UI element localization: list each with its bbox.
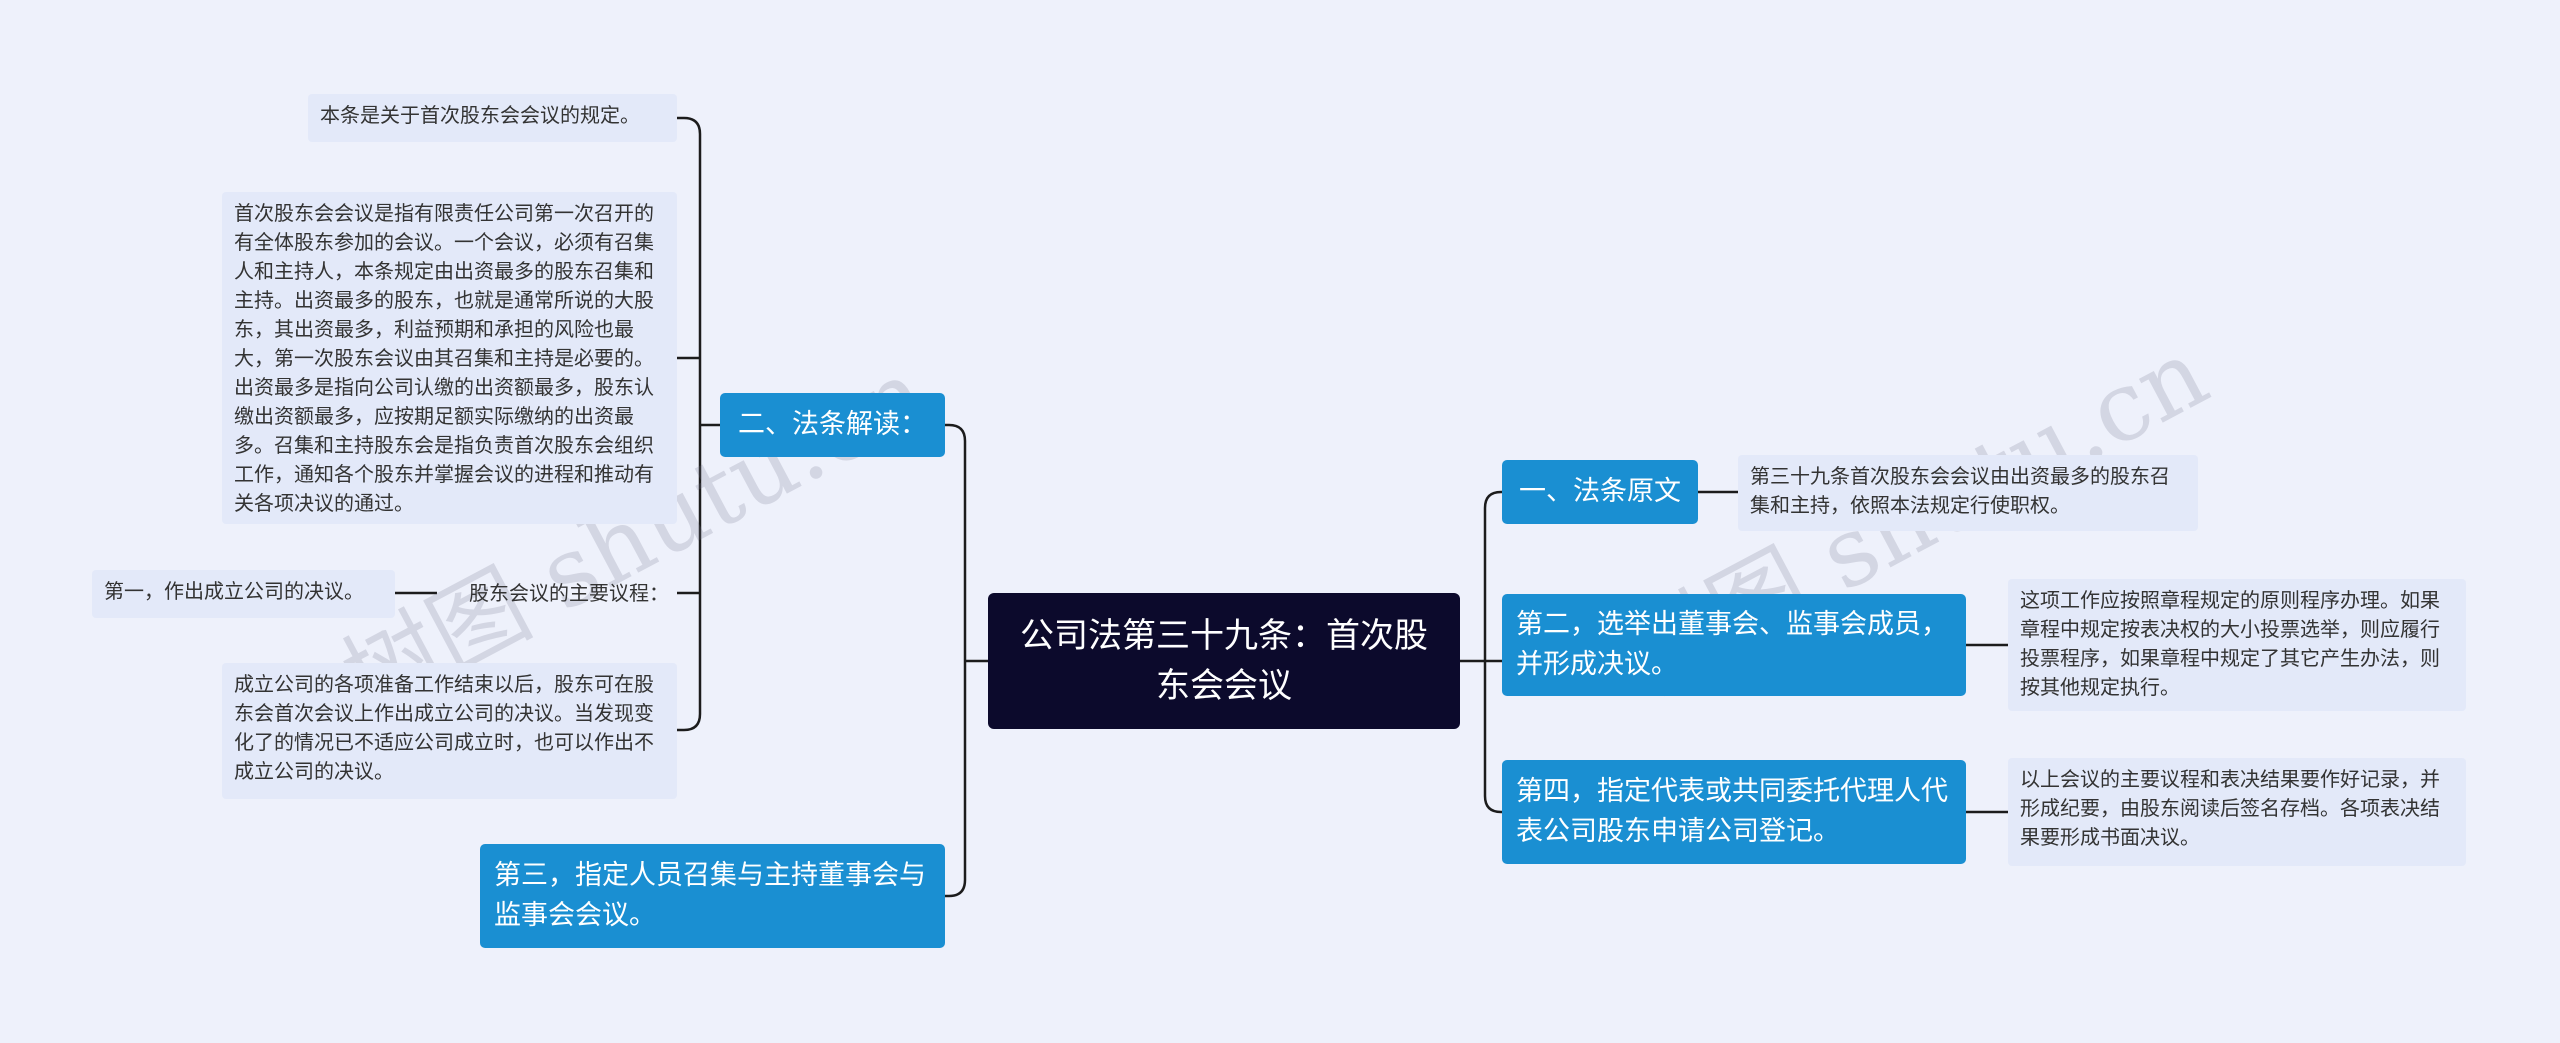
node-fourth-label: 第四，指定代表或共同委托代理人代表公司股东申请公司登记。 bbox=[1516, 776, 1948, 847]
note-fourth[interactable]: 以上会议的主要议程和表决结果要作好记录，并形成纪要，由股东阅读后签名存档。各项表… bbox=[2008, 758, 2466, 866]
note-interp-establish[interactable]: 成立公司的各项准备工作结束以后，股东可在股东会首次会议上作出成立公司的决议。当发… bbox=[222, 663, 677, 799]
node-third[interactable]: 第三，指定人员召集与主持董事会与监事会会议。 bbox=[480, 844, 945, 948]
note-interp-summary[interactable]: 本条是关于首次股东会会议的规定。 bbox=[308, 94, 677, 142]
node-law-text-label: 一、法条原文 bbox=[1519, 476, 1681, 507]
note-fourth-content: 以上会议的主要议程和表决结果要作好记录，并形成纪要，由股东阅读后签名存档。各项表… bbox=[2020, 767, 2440, 849]
node-second[interactable]: 第二，选举出董事会、监事会成员，并形成决议。 bbox=[1502, 594, 1966, 696]
note-interp-summary-content: 本条是关于首次股东会会议的规定。 bbox=[320, 103, 640, 127]
note-interp-detail-content: 首次股东会会议是指有限责任公司第一次召开的有全体股东参加的会议。一个会议，必须有… bbox=[234, 201, 654, 515]
note-second-content: 这项工作应按照章程规定的原则程序办理。如果章程中规定按表决权的大小投票选举，则应… bbox=[2020, 588, 2440, 699]
note-interp-detail[interactable]: 首次股东会会议是指有限责任公司第一次召开的有全体股东参加的会议。一个会议，必须有… bbox=[222, 192, 677, 524]
node-second-label: 第二，选举出董事会、监事会成员，并形成决议。 bbox=[1516, 609, 1948, 680]
note-second[interactable]: 这项工作应按照章程规定的原则程序办理。如果章程中规定按表决权的大小投票选举，则应… bbox=[2008, 579, 2466, 711]
connector-left-trunk bbox=[945, 423, 967, 898]
node-agenda-label: 股东会议的主要议程： bbox=[469, 581, 669, 605]
node-interpretation[interactable]: 二、法条解读： bbox=[720, 393, 945, 457]
root-node[interactable]: 公司法第三十九条：首次股东会会议 bbox=[988, 593, 1460, 729]
connector-interp-branch bbox=[677, 116, 702, 732]
node-agenda[interactable]: 股东会议的主要议程： bbox=[437, 575, 677, 613]
node-fourth[interactable]: 第四，指定代表或共同委托代理人代表公司股东申请公司登记。 bbox=[1502, 760, 1966, 864]
note-agenda-first-content: 第一，作出成立公司的决议。 bbox=[104, 579, 364, 603]
note-interp-establish-content: 成立公司的各项准备工作结束以后，股东可在股东会首次会议上作出成立公司的决议。当发… bbox=[234, 672, 654, 783]
note-agenda-first[interactable]: 第一，作出成立公司的决议。 bbox=[92, 570, 395, 618]
root-title: 公司法第三十九条：首次股东会会议 bbox=[1020, 616, 1428, 706]
note-law-text[interactable]: 第三十九条首次股东会会议由出资最多的股东召集和主持，依照本法规定行使职权。 bbox=[1738, 455, 2198, 531]
note-law-text-content: 第三十九条首次股东会会议由出资最多的股东召集和主持，依照本法规定行使职权。 bbox=[1750, 464, 2170, 517]
node-law-text[interactable]: 一、法条原文 bbox=[1502, 460, 1698, 524]
connector-right-trunk bbox=[1483, 490, 1502, 814]
node-interpretation-label: 二、法条解读： bbox=[738, 409, 927, 440]
node-third-label: 第三，指定人员召集与主持董事会与监事会会议。 bbox=[494, 860, 926, 931]
